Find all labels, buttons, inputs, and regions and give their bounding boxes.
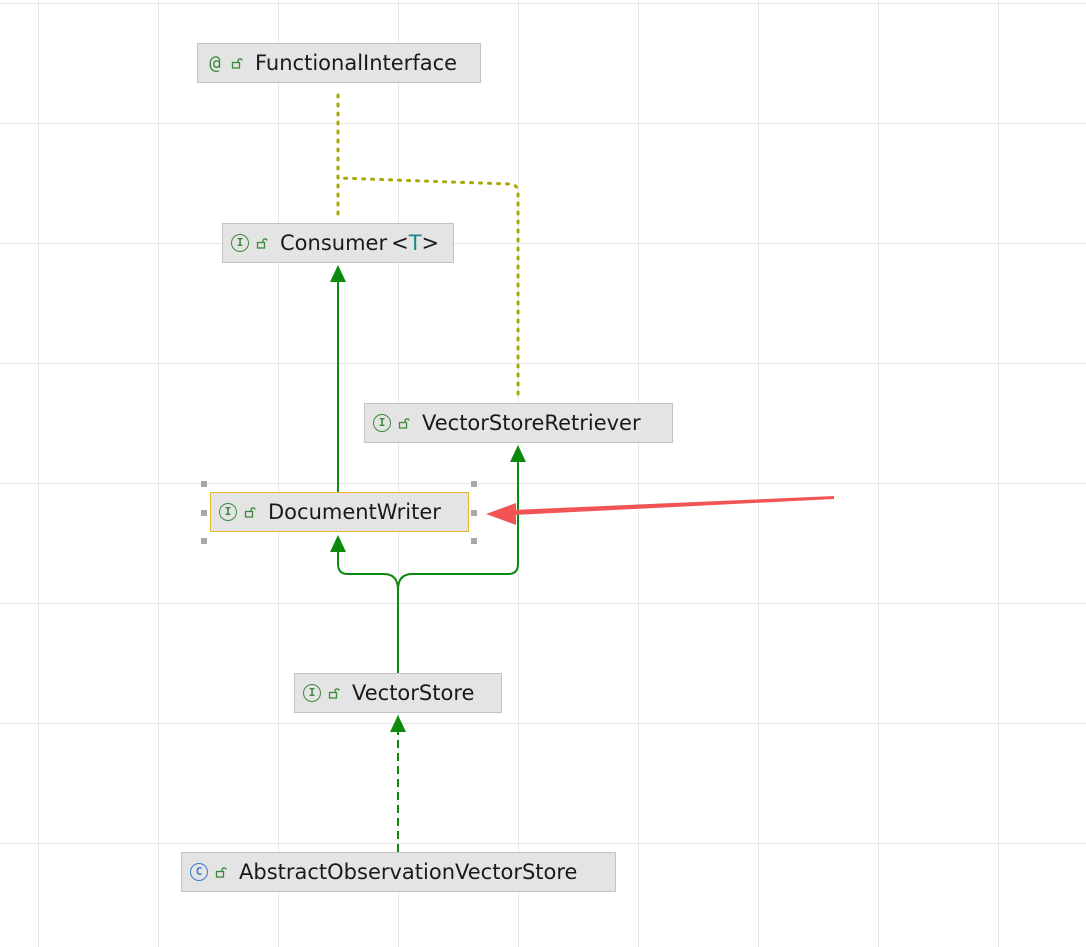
node-consumer[interactable]: I Consumer < T >	[222, 223, 454, 263]
type-param-close: >	[421, 231, 440, 255]
unlock-icon	[256, 238, 268, 249]
node-label: AbstractObservationVectorStore	[239, 860, 578, 884]
node-label: Consumer	[280, 231, 388, 255]
arrowhead-vectorstore	[390, 715, 406, 732]
unlock-icon	[398, 418, 410, 429]
resize-handle-top-left[interactable]	[201, 481, 207, 487]
callout-arrow	[512, 496, 834, 515]
resize-handle-left[interactable]	[201, 510, 207, 516]
node-vector-store[interactable]: I VectorStore	[294, 673, 502, 713]
callout-arrowhead	[486, 503, 516, 525]
class-icon: C	[190, 863, 208, 881]
arrowhead-documentwriter	[330, 535, 346, 552]
resize-handle-top-right[interactable]	[471, 481, 477, 487]
edge-retriever-to-functionalinterface	[336, 176, 520, 396]
node-abstract-observation-vector-store[interactable]: C AbstractObservationVectorStore	[181, 852, 616, 892]
interface-icon: I	[373, 414, 391, 432]
node-vector-store-retriever[interactable]: I VectorStoreRetriever	[364, 403, 673, 443]
unlock-icon	[328, 688, 340, 699]
node-document-writer[interactable]: I DocumentWriter	[210, 492, 469, 532]
edge-vectorstore-to-documentwriter	[337, 552, 399, 591]
interface-icon: I	[219, 503, 237, 521]
node-label: VectorStore	[352, 681, 475, 705]
unlock-icon	[231, 58, 243, 69]
unlock-icon	[244, 507, 256, 518]
resize-handle-bottom-right[interactable]	[471, 538, 477, 544]
edge-vectorstore-to-retriever	[397, 462, 519, 591]
type-param: T	[408, 231, 422, 255]
unlock-icon	[215, 867, 227, 878]
node-label: VectorStoreRetriever	[422, 411, 641, 435]
resize-handle-right[interactable]	[471, 510, 477, 516]
node-label: DocumentWriter	[268, 500, 441, 524]
node-label: FunctionalInterface	[255, 51, 458, 75]
interface-icon: I	[303, 684, 321, 702]
annotation-icon: @	[209, 52, 221, 74]
interface-icon: I	[231, 234, 249, 252]
resize-handle-bottom-left[interactable]	[201, 538, 207, 544]
type-param-open: <	[391, 231, 409, 255]
arrowhead-retriever	[510, 445, 526, 462]
arrowhead-consumer	[330, 265, 346, 282]
node-functional-interface[interactable]: @ FunctionalInterface	[197, 43, 481, 83]
